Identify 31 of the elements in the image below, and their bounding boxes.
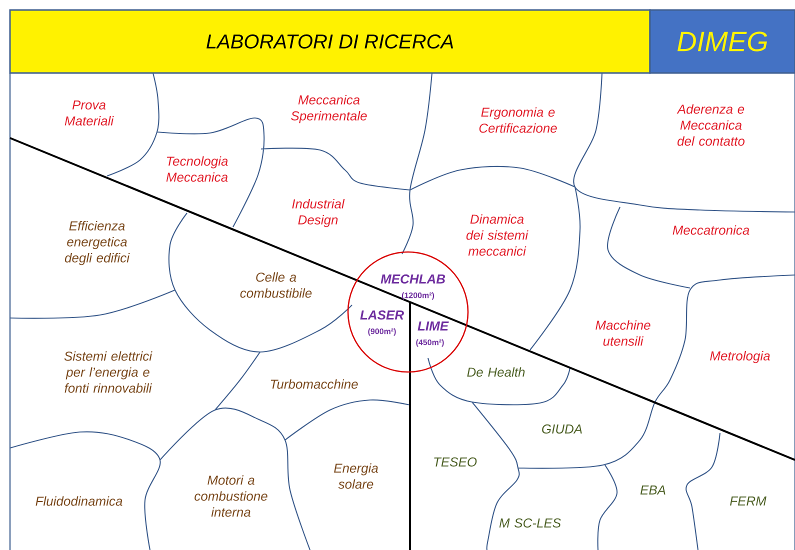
lab-label: Fluidodinamica <box>36 496 122 506</box>
lab-label: EBA <box>640 486 666 494</box>
lab-label: Turbomacchine <box>270 379 358 389</box>
lab-label: Aderenza e Meccanica del contatto <box>676 104 745 146</box>
lab-label: Industrial Design <box>292 198 345 228</box>
lab-label: Ergonomia e Certificazione <box>479 107 557 133</box>
area-label: (450m²) <box>416 339 444 347</box>
lab-label: Motori a combustione interna <box>194 475 268 517</box>
lab-label: Meccatronica <box>672 225 750 235</box>
lab-label: Prova Materiali <box>64 100 114 126</box>
lab-name: MECHLAB <box>380 274 446 284</box>
lab-name: LIME <box>418 322 449 330</box>
lab-label: De Health <box>467 367 525 377</box>
lab-label: Dinamica dei sistemi meccanici <box>466 214 528 256</box>
lab-label: Metrologia <box>710 350 770 364</box>
area-label: (1200m²) <box>402 292 434 300</box>
lab-label: Macchine utensili <box>596 320 650 346</box>
lab-label: M SC-LES <box>499 518 561 528</box>
lab-label: FERM <box>730 496 766 506</box>
lab-label: Sistemi elettrici per l’energia e fonti rinnovabili <box>64 351 152 393</box>
lab-label: Celle a combustibile <box>240 272 312 298</box>
lab-label: Energia solare <box>334 463 378 489</box>
lab-label: Efficienza energetica degli edifici <box>64 220 130 266</box>
lab-label: TESEO <box>434 457 477 467</box>
area-label: (900m²) <box>368 328 396 336</box>
lab-label: Meccanica Sperimentale <box>291 94 367 124</box>
lab-name: LASER <box>360 310 404 320</box>
lab-label: Tecnologia Meccanica <box>166 156 228 182</box>
lab-label: GIUDA <box>542 424 582 434</box>
department-box: DIMEG <box>649 9 795 74</box>
title-banner: LABORATORI DI RICERCA <box>9 9 651 74</box>
